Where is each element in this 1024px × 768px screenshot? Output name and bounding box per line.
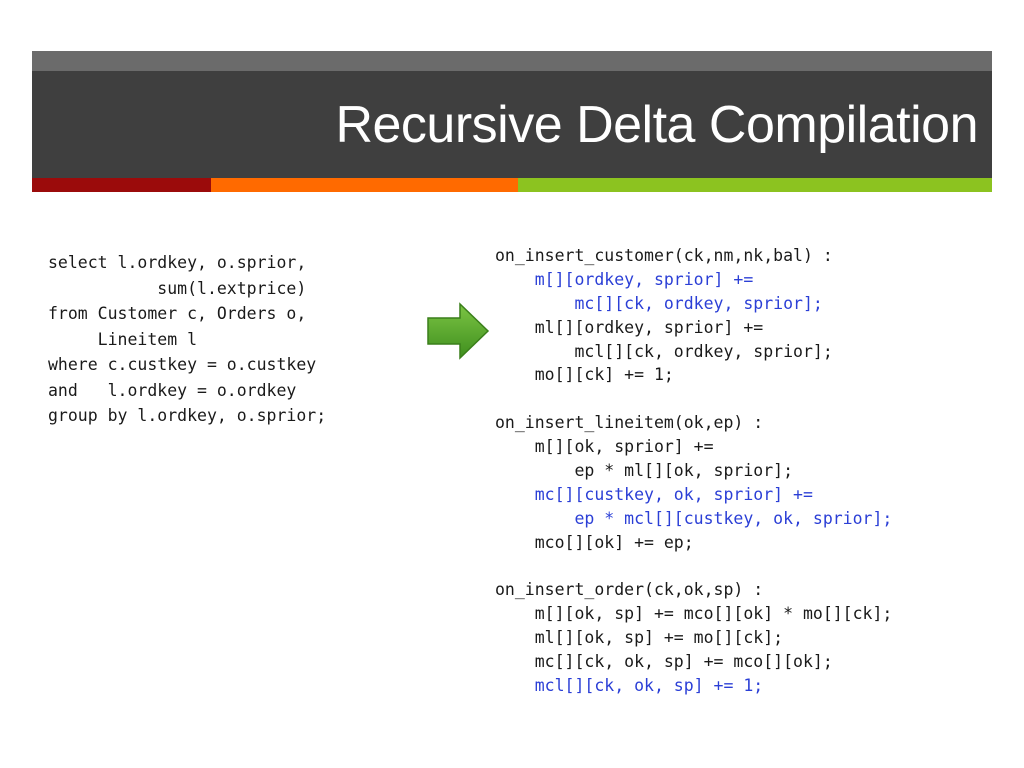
code-line: ep * ml[][ok, sprior]; [495, 461, 794, 481]
accent-stripe-red [32, 178, 211, 192]
top-band [32, 51, 992, 71]
code-line: mc[][ck, ordkey, sprior]; [495, 293, 823, 313]
code-line: m[][ok, sprior] += [495, 437, 714, 457]
sql-line: where c.custkey = o.custkey [48, 355, 317, 374]
sql-line: and l.ordkey = o.ordkey [48, 380, 297, 400]
code-line: m[][ordkey, sprior] += [495, 269, 754, 289]
code-line: ep * mcl[][custkey, ok, sprior]; [495, 508, 893, 528]
code-line: m[][ok, sp] += mco[][ok] * mo[][ck]; [495, 604, 893, 624]
code-line: ml[][ok, sp] += mo[][ck]; [495, 628, 784, 648]
code-line: mcl[][ck, ordkey, sprior]; [495, 341, 833, 361]
sql-line: Lineitem l [48, 329, 198, 349]
accent-stripe-orange [211, 178, 518, 192]
code-line [495, 555, 892, 579]
trigger-code-block: on_insert_customer(ck,nm,nk,bal) : m[][o… [495, 244, 892, 698]
code-line: on_insert_lineitem(ok,ep) : [495, 413, 764, 433]
code-line: mcl[][ck, ok, sp] += 1; [495, 676, 764, 696]
code-line: mco[][ok] += ep; [495, 532, 694, 552]
sql-line: from Customer c, Orders o, [48, 304, 307, 323]
slide-title: Recursive Delta Compilation [335, 96, 978, 154]
code-line: mc[][ck, ok, sp] += mco[][ok]; [495, 652, 833, 672]
sql-line: sum(l.extprice) [48, 278, 307, 298]
accent-stripe-green [518, 178, 992, 192]
sql-line: group by l.ordkey, o.sprior; [48, 406, 327, 425]
right-arrow-icon [427, 302, 490, 360]
code-line: on_insert_customer(ck,nm,nk,bal) : [495, 246, 833, 265]
title-bar: Recursive Delta Compilation [32, 71, 992, 178]
code-line [495, 387, 892, 411]
code-line: mc[][custkey, ok, sprior] += [495, 484, 813, 504]
code-line: ml[][ordkey, sprior] += [495, 317, 764, 337]
sql-query-block: select l.ordkey, o.sprior, sum(l.extpric… [48, 250, 326, 429]
sql-line: select l.ordkey, o.sprior, [48, 253, 307, 272]
code-line: mo[][ck] += 1; [495, 365, 674, 385]
code-line: on_insert_order(ck,ok,sp) : [495, 580, 764, 600]
